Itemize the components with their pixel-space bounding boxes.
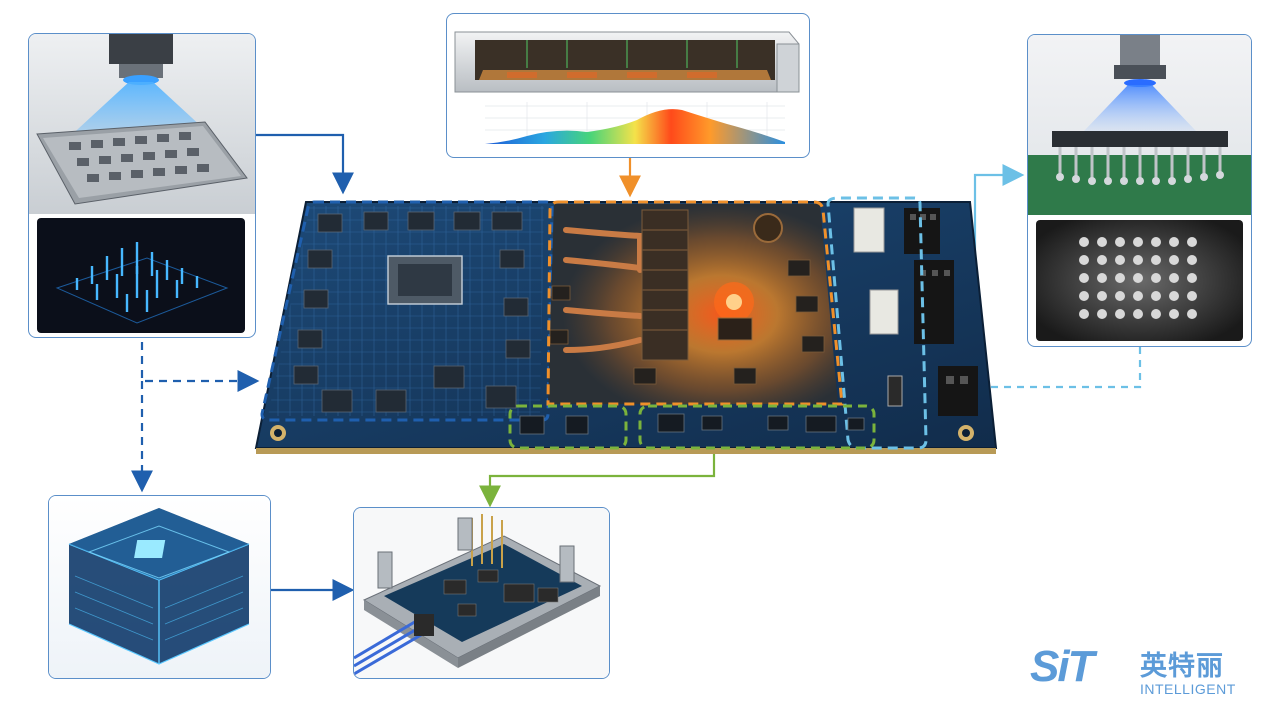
panel-3d-ct-model bbox=[48, 495, 271, 679]
arrow-bga-to-board bbox=[978, 347, 1142, 389]
zone-power-outline bbox=[546, 200, 844, 406]
bga-xray-grid-icon bbox=[1036, 220, 1243, 341]
main-circuit-board bbox=[254, 196, 998, 454]
ct-cube-icon bbox=[49, 496, 270, 678]
arrow-xray-to-board bbox=[140, 342, 260, 392]
brand-name-cn: 英特丽 bbox=[1140, 651, 1224, 682]
test-fixture-icon bbox=[354, 508, 609, 678]
zone-connector-outline-left bbox=[508, 404, 628, 450]
panel-reflow-thermal bbox=[446, 13, 810, 158]
bga-camera-icon bbox=[1028, 35, 1251, 215]
panel-test-fixture bbox=[353, 507, 610, 679]
brand-name-en: INTELLIGENT bbox=[1140, 681, 1236, 697]
xray-scan-icon bbox=[37, 218, 245, 333]
panel-bga-inspection bbox=[1027, 34, 1252, 347]
panel-aoi-inspection bbox=[28, 33, 256, 338]
arrow-connector-to-fixture bbox=[479, 450, 716, 508]
arrow-aoi-to-digital bbox=[254, 133, 354, 195]
brand-logo-mark: SiT bbox=[1030, 642, 1094, 691]
inspection-camera-icon bbox=[29, 34, 255, 214]
zone-interface-outline bbox=[826, 196, 928, 450]
reflow-oven-icon bbox=[454, 31, 800, 144]
zone-connector-outline-right bbox=[638, 404, 876, 450]
